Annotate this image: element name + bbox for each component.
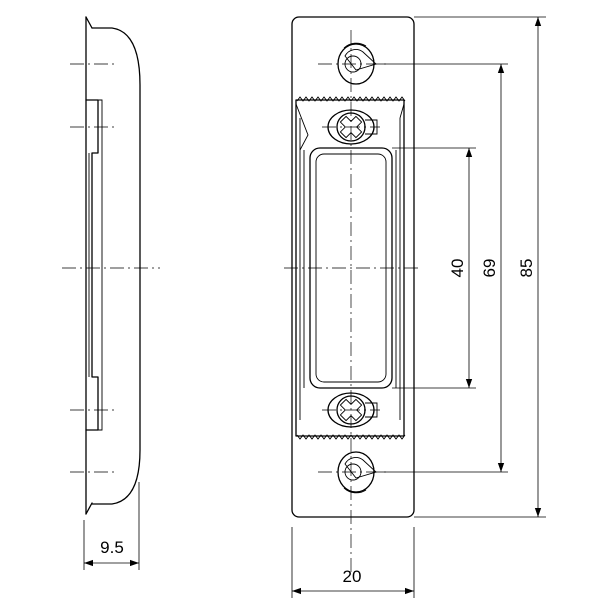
top-mounting-hole bbox=[337, 42, 377, 85]
bottom-mounting-hole bbox=[337, 451, 377, 494]
dimension-side-thickness: 9.5 bbox=[100, 538, 124, 557]
dimension-overall-length: 85 bbox=[517, 259, 536, 278]
strike-plate-outline bbox=[291, 16, 415, 518]
side-view: 9.5 bbox=[62, 16, 160, 570]
dimensions: 40 69 85 20 bbox=[291, 16, 546, 598]
dimension-hole-spacing: 69 bbox=[480, 259, 499, 278]
dimension-slot-length: 40 bbox=[448, 259, 467, 278]
front-view bbox=[284, 16, 420, 575]
dimension-width: 20 bbox=[343, 567, 362, 586]
